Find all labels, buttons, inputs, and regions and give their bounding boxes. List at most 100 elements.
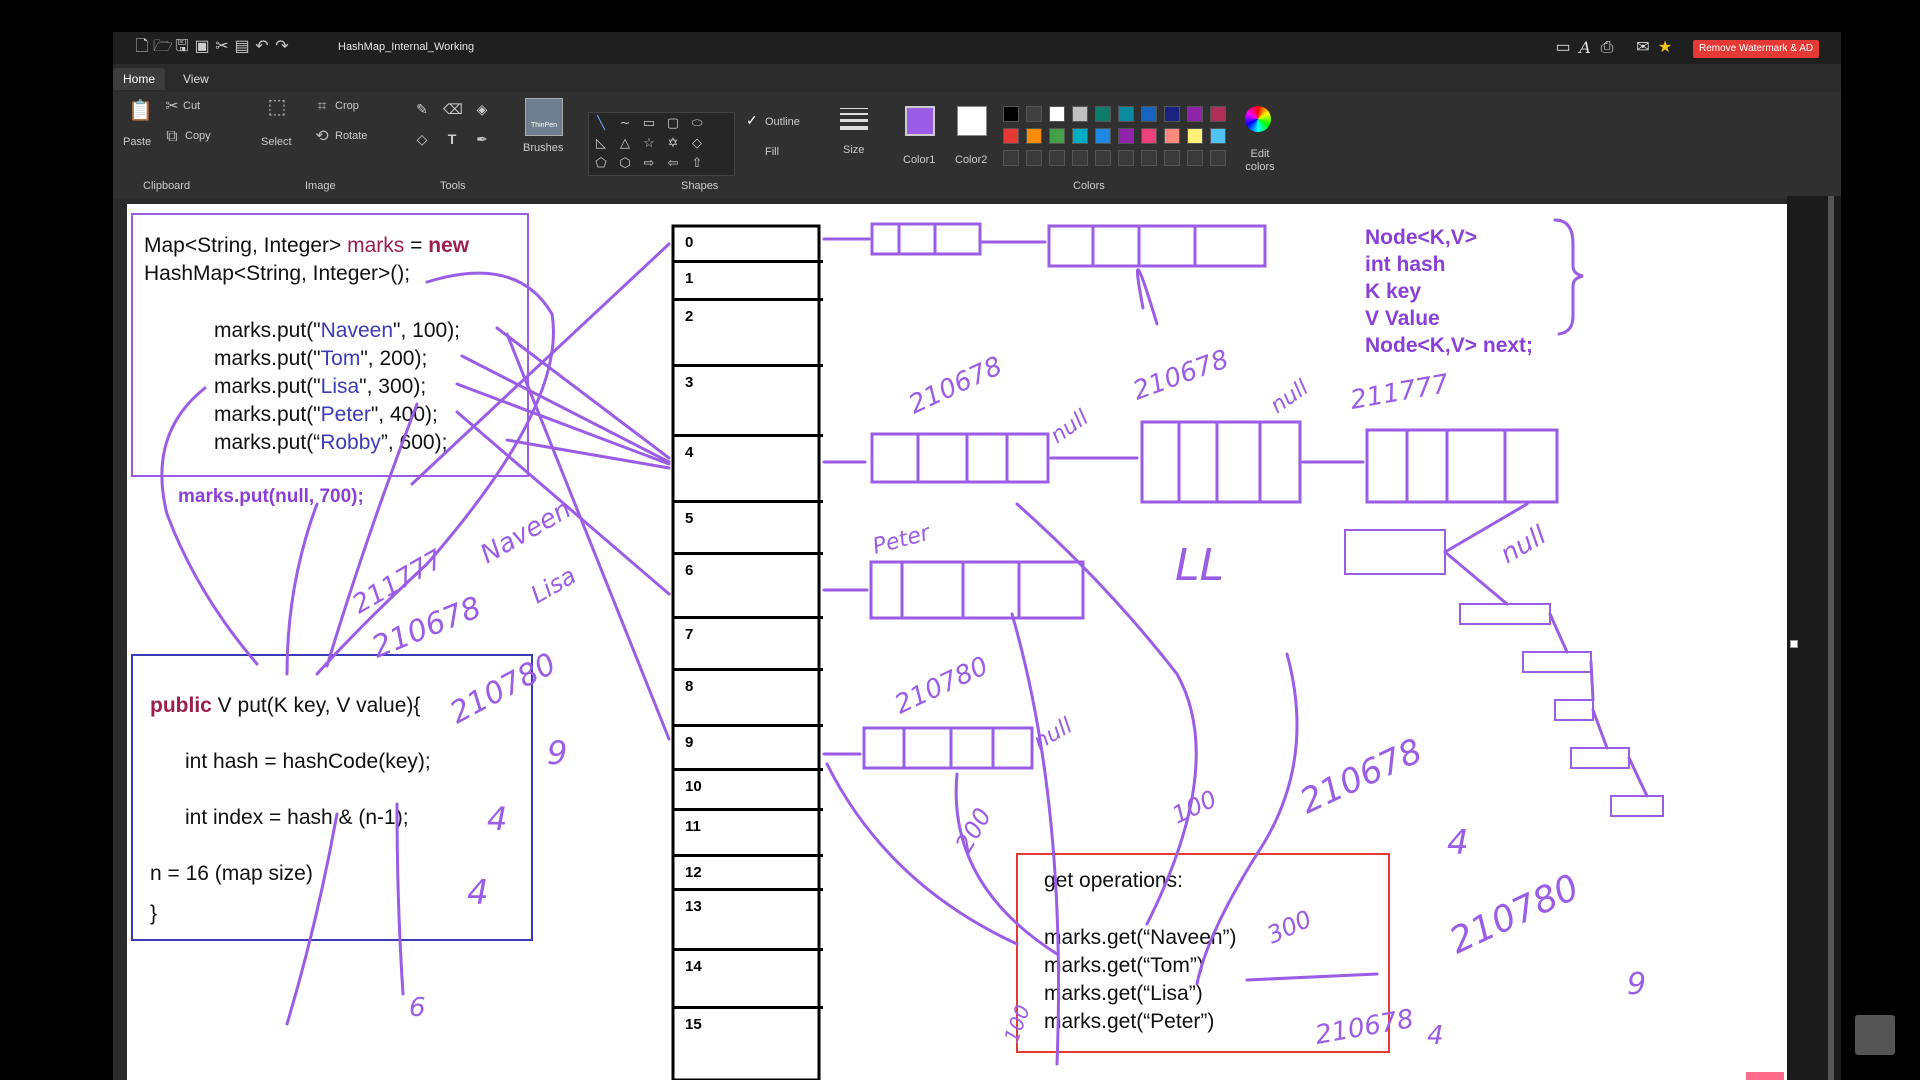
redo-icon[interactable]: ↷: [275, 38, 289, 55]
tab-home[interactable]: Home: [113, 68, 166, 90]
up-arrow-shape-icon[interactable]: ⇧: [691, 155, 703, 170]
palette-swatch[interactable]: [1164, 106, 1180, 122]
remove-watermark-button[interactable]: Remove Watermark & AD: [1693, 40, 1820, 58]
palette-swatch[interactable]: [1141, 106, 1157, 122]
palette-swatch[interactable]: [1118, 106, 1134, 122]
palette-swatch[interactable]: [1003, 128, 1019, 144]
canvas-resize-handle[interactable]: [1790, 640, 1798, 648]
palette-swatch[interactable]: [1072, 128, 1088, 144]
rotate-button[interactable]: Rotate: [335, 130, 368, 142]
fill-bucket-icon[interactable]: ◈: [476, 101, 488, 117]
empty-palette-swatch[interactable]: [1118, 150, 1134, 166]
star-shape-icon[interactable]: ☆: [643, 135, 655, 150]
new-file-icon[interactable]: 🗋: [135, 38, 149, 55]
empty-palette-swatch[interactable]: [1072, 150, 1088, 166]
palette-swatch[interactable]: [1003, 106, 1019, 122]
size-icon[interactable]: [840, 108, 868, 130]
left-arrow-shape-icon[interactable]: ⇦: [667, 155, 679, 170]
select-button[interactable]: Select: [261, 136, 292, 148]
fill-toggle[interactable]: Fill: [765, 146, 780, 158]
star-icon[interactable]: ★: [1657, 39, 1673, 56]
window-icon[interactable]: ▭: [1555, 39, 1571, 56]
palette-swatch[interactable]: [1118, 128, 1134, 144]
select-icon[interactable]: ⬚: [267, 96, 287, 118]
brush-thumbnail[interactable]: ThinPen: [525, 98, 563, 136]
palette-swatch[interactable]: [1164, 128, 1180, 144]
open-folder-icon[interactable]: 🗁: [153, 38, 173, 55]
crop-icon[interactable]: ⌗: [317, 98, 327, 115]
palette-swatch[interactable]: [1187, 128, 1203, 144]
right-arrow-shape-icon[interactable]: ⇨: [643, 155, 655, 170]
hw-label-16: null: [1266, 375, 1313, 418]
drawing-canvas[interactable]: Map<String, Integer> marks = new HashMap…: [127, 204, 1787, 1080]
curve-shape-icon[interactable]: ∼: [619, 115, 631, 130]
hw-label-15: null: [1046, 405, 1093, 448]
palette-swatch[interactable]: [1210, 128, 1226, 144]
copy-button[interactable]: Copy: [185, 130, 211, 142]
hexagon-shape-icon[interactable]: ⬡: [619, 155, 631, 170]
color2-swatch[interactable]: [957, 106, 987, 136]
palette-swatch[interactable]: [1049, 128, 1065, 144]
diamond-shape-icon[interactable]: ◇: [692, 135, 702, 150]
rounded-rectangle-shape-icon[interactable]: ▢: [666, 115, 680, 130]
cut-icon[interactable]: ✂: [215, 38, 229, 55]
bucket-index-label: 12: [685, 864, 702, 881]
save-as-icon[interactable]: ▣: [194, 38, 210, 55]
mail-icon[interactable]: ✉: [1636, 39, 1650, 56]
color-picker-icon[interactable]: ✒: [476, 131, 488, 147]
save-icon[interactable]: 🖫: [175, 38, 189, 55]
palette-swatch[interactable]: [1210, 106, 1226, 122]
paste-button[interactable]: Paste: [123, 136, 152, 148]
vertical-scrollbar[interactable]: [1828, 196, 1834, 1080]
palette-swatch[interactable]: [1095, 128, 1111, 144]
triangle-shape-icon[interactable]: △: [620, 135, 630, 150]
pentagon-shape-icon[interactable]: ⬠: [595, 155, 607, 170]
brushes-button[interactable]: Brushes: [523, 142, 564, 154]
palette-swatch[interactable]: [1026, 106, 1042, 122]
edit-colors-icon[interactable]: [1245, 106, 1271, 132]
line-shape-icon[interactable]: ╲: [597, 115, 605, 130]
eraser-icon[interactable]: ⌫: [443, 101, 463, 117]
edit-colors-button[interactable]: Edit colors: [1245, 148, 1275, 173]
palette-swatch[interactable]: [1095, 106, 1111, 122]
ellipse-shape-icon[interactable]: ⬭: [691, 115, 703, 130]
hw-label-13: 211777: [1348, 369, 1451, 416]
font-icon[interactable]: A: [1579, 38, 1591, 57]
undo-icon[interactable]: ↶: [255, 38, 269, 55]
empty-palette-swatch[interactable]: [1164, 150, 1180, 166]
cut-icon[interactable]: ✂: [165, 98, 179, 115]
size-button[interactable]: Size: [843, 144, 865, 156]
empty-palette-swatch[interactable]: [1003, 150, 1019, 166]
empty-palette-swatch[interactable]: [1141, 150, 1157, 166]
paste-icon[interactable]: ▤: [234, 38, 250, 55]
paste-icon[interactable]: 📋: [128, 100, 153, 122]
palette-swatch[interactable]: [1141, 128, 1157, 144]
color1-swatch[interactable]: [905, 106, 935, 136]
palette-swatch[interactable]: [1049, 106, 1065, 122]
empty-palette-swatch[interactable]: [1210, 150, 1226, 166]
copy-icon[interactable]: ⧉: [166, 128, 178, 145]
get-naveen: marks.get(“Naveen”): [1044, 926, 1237, 949]
hexagon-star-shape-icon[interactable]: ✡: [667, 135, 679, 150]
crop-button[interactable]: Crop: [335, 100, 359, 112]
fill-icon[interactable]: ◇: [416, 131, 428, 147]
palette-swatch[interactable]: [1187, 106, 1203, 122]
text-icon[interactable]: T: [447, 131, 457, 147]
hw-label-11: 210678: [904, 351, 1007, 420]
cut-button[interactable]: Cut: [183, 100, 201, 112]
rotate-icon[interactable]: ⟲: [315, 128, 329, 145]
pencil-icon[interactable]: ✎: [416, 101, 428, 117]
rectangle-shape-icon[interactable]: ▭: [642, 115, 656, 130]
outline-check-icon[interactable]: ✓: [746, 112, 758, 128]
outline-toggle[interactable]: Outline: [765, 116, 800, 128]
empty-palette-swatch[interactable]: [1187, 150, 1203, 166]
empty-palette-swatch[interactable]: [1026, 150, 1042, 166]
tab-view[interactable]: View: [183, 72, 209, 86]
bucket-index-label: 14: [685, 958, 702, 975]
empty-palette-swatch[interactable]: [1049, 150, 1065, 166]
palette-swatch[interactable]: [1072, 106, 1088, 122]
empty-palette-swatch[interactable]: [1095, 150, 1111, 166]
palette-swatch[interactable]: [1026, 128, 1042, 144]
right-triangle-shape-icon[interactable]: ◺: [596, 135, 606, 150]
print-icon[interactable]: ⎙: [1600, 39, 1614, 56]
